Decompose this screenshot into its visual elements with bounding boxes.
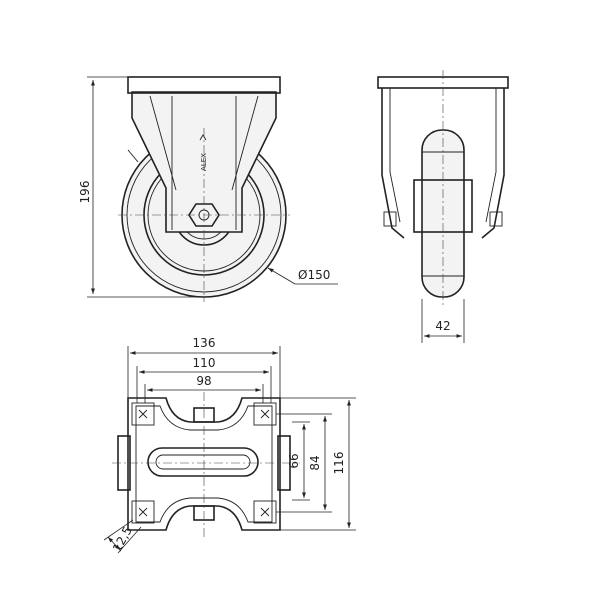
top-mounting-plate (127, 76, 281, 94)
front-view: ALEX (118, 76, 290, 302)
dim-hole-spacing-outer: 110 (136, 356, 272, 403)
brand-mark: ALEX (200, 153, 208, 171)
dim-hole-spacing-inner-label: 98 (196, 374, 211, 388)
dim-plate-length: 136 (127, 336, 281, 398)
side-fork-inner-right (485, 88, 497, 223)
plate-inner-outline (135, 405, 273, 523)
plate-center-slot (147, 447, 259, 477)
mounting-hole-bottom-left (131, 500, 155, 524)
side-fork-inner-left (389, 88, 401, 223)
dim-height-label: 196 (78, 181, 92, 204)
dim-hole-spacing-width-inner-label: 66 (287, 453, 301, 468)
side-nut-right (489, 211, 503, 227)
dim-plate-width: 116 (280, 397, 356, 531)
dim-diameter-label: Ø150 (298, 268, 330, 282)
dim-height: 196 (78, 76, 204, 298)
dim-hole-spacing-inner: 98 (144, 374, 264, 403)
dim-hole-spacing-outer-label: 110 (193, 356, 216, 370)
dim-hole-size: 12,5 (103, 519, 142, 554)
plate-center-slot-inner (155, 454, 251, 470)
dim-wheel-width: 42 (421, 299, 465, 343)
dim-hole-spacing-width-inner: 66 (287, 421, 310, 501)
plate-view (112, 392, 300, 538)
mounting-hole-bottom-right (253, 500, 277, 524)
tyre-leader (127, 149, 139, 163)
side-fork-leg-left (381, 88, 405, 239)
side-nut-left (383, 211, 397, 227)
mounting-hole-top-left (131, 402, 155, 426)
dim-hole-spacing-width-label: 84 (308, 455, 322, 470)
brand-arrow-icon (199, 134, 207, 141)
dim-hole-size-label: 12,5 (110, 524, 135, 554)
side-fork-leg-right (481, 88, 505, 239)
dim-plate-width-label: 116 (332, 452, 346, 475)
dim-diameter: Ø150 (267, 267, 338, 285)
dim-hole-spacing-width: 84 (276, 413, 332, 513)
dim-wheel-width-label: 42 (435, 319, 450, 333)
dim-plate-length-label: 136 (193, 336, 216, 350)
side-view (377, 70, 509, 305)
